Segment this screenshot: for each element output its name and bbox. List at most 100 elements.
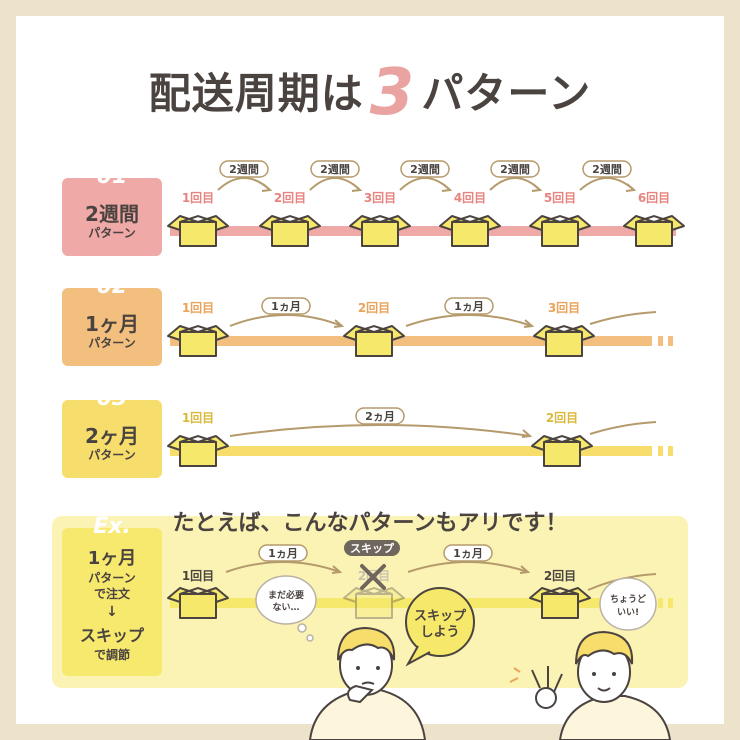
- box-body: [541, 593, 579, 619]
- box-top: [271, 214, 309, 223]
- skip-badge-label: スキップ: [350, 541, 395, 555]
- box-body: [179, 221, 217, 247]
- thought-dot: [306, 634, 314, 642]
- interval-arc: 2ヵ月: [229, 407, 533, 438]
- arc-line: [399, 177, 451, 191]
- timeline-dash: [658, 446, 663, 456]
- people-illustration: [308, 626, 672, 740]
- timeline-dash: [668, 336, 673, 346]
- delivery-label: 2回目: [274, 191, 306, 205]
- delivery-label: 1回目: [182, 191, 214, 205]
- timeline-bar: [170, 336, 652, 346]
- timeline-dash: [658, 336, 663, 346]
- arc-line: [229, 424, 531, 437]
- arc-arrowhead: [261, 183, 273, 192]
- example-number: Ex.: [93, 514, 131, 539]
- interval-label: 2週間: [410, 162, 440, 176]
- arc-line: [407, 561, 529, 573]
- delivery-label: 2回目: [358, 301, 390, 315]
- box-body: [451, 221, 489, 247]
- delivery-label: 3回目: [364, 191, 396, 205]
- example-line1: 1ヶ月: [87, 548, 137, 569]
- timeline-dash: [658, 598, 663, 608]
- arc-arrowhead: [625, 183, 637, 192]
- speech-bubble-tail: [405, 645, 431, 667]
- arc-arrowhead: [531, 183, 543, 192]
- box-body: [271, 221, 309, 247]
- pattern-main: 2ヶ月: [85, 424, 139, 448]
- box-icon: [167, 324, 229, 357]
- pattern-card-03: 03 2ヶ月 パターン: [62, 386, 162, 478]
- title-number: 3: [369, 56, 416, 130]
- pattern-sub: パターン: [88, 448, 136, 462]
- stripe-left-1: [0, 352, 16, 355]
- interval-pill: [261, 297, 311, 315]
- example-line4: で調節: [93, 648, 130, 662]
- interval-arc: 1ヵ月: [407, 544, 531, 574]
- speech-text: しよう: [420, 625, 459, 640]
- delivery-label: 3回目: [548, 301, 580, 315]
- box-icon: [529, 586, 591, 619]
- box-top: [635, 214, 673, 223]
- box-top: [179, 586, 217, 595]
- speech-bubble-shape: [599, 577, 657, 631]
- box-body: [545, 331, 583, 357]
- box-icon: [531, 434, 593, 467]
- interval-label: 2週間: [320, 162, 350, 176]
- interval-pill: [582, 160, 632, 178]
- delivery-label: 1回目: [182, 569, 214, 583]
- arc-continuation: [589, 421, 657, 435]
- interval-pill: [400, 160, 450, 178]
- arc-line: [405, 314, 533, 327]
- interval-arc: 1ヵ月: [405, 297, 535, 328]
- box-top: [543, 434, 581, 443]
- box-icon: [533, 324, 595, 357]
- interval-pill: [490, 160, 540, 178]
- thought-bubble-shape: [255, 575, 317, 625]
- box-icon: [529, 214, 591, 247]
- speech-bubble-shape: [405, 587, 475, 657]
- pattern-number: 02: [96, 274, 128, 299]
- interval-pill: [355, 407, 405, 425]
- thought-text: ない…: [272, 602, 299, 613]
- interval-label: 2週間: [500, 162, 530, 176]
- delivery-label: 1回目: [182, 301, 214, 315]
- box-top: [451, 214, 489, 223]
- interval-arc: 2週間: [217, 160, 273, 192]
- pattern-main: 2週間: [85, 202, 139, 226]
- stripe-right-1: [724, 352, 740, 355]
- example-title: たとえば、こんなパターンもアリです！: [172, 511, 568, 536]
- box-top: [179, 434, 217, 443]
- pattern-sub: パターン: [88, 226, 136, 240]
- title-prefix: 配送周期は: [148, 69, 364, 118]
- interval-pill: [258, 544, 308, 562]
- box-icon: [623, 214, 685, 247]
- interval-arc: 1ヵ月: [225, 544, 343, 574]
- arc-line: [309, 177, 361, 191]
- pattern-main: 1ヶ月: [85, 312, 139, 336]
- arc-line: [225, 561, 341, 573]
- box-body: [355, 331, 393, 357]
- down-arrow-icon: ↓: [106, 604, 118, 620]
- example-line2: パターン で注文: [62, 570, 162, 602]
- thought-text: まだ必要: [268, 589, 304, 601]
- box-top: [541, 586, 579, 595]
- example-card: Ex. 1ヶ月 パターン で注文 ↓ スキップ で調節: [62, 514, 162, 676]
- interval-arc: 2週間: [489, 160, 543, 192]
- box-top: [541, 214, 579, 223]
- box-icon: [259, 214, 321, 247]
- box-top: [545, 324, 583, 333]
- interval-label: 1ヵ月: [454, 300, 484, 313]
- stripe-left-2: [0, 360, 16, 363]
- delivery-label: 2回目: [544, 569, 576, 583]
- box-body: [541, 221, 579, 247]
- interval-label: 1ヵ月: [453, 547, 483, 560]
- speech-text: いい!: [617, 608, 639, 618]
- thought-dot: [297, 623, 307, 633]
- interval-label: 1ヵ月: [268, 547, 298, 560]
- arc-arrowhead: [521, 429, 533, 438]
